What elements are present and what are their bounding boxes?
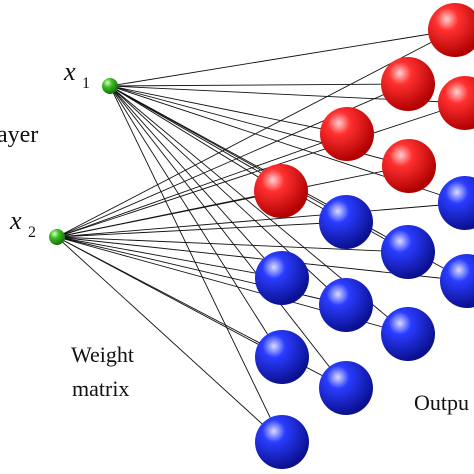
x2-var: x: [9, 206, 22, 235]
blue-neuron-12: [319, 278, 373, 332]
edge-x1-to-neuron-16: [109, 85, 283, 443]
edge-x1-to-neuron-6: [109, 85, 282, 192]
blue-neuron-7: [438, 176, 474, 230]
blue-neuron-9: [381, 225, 435, 279]
blue-neuron-8: [319, 195, 373, 249]
blue-neuron-14: [255, 330, 309, 384]
edge-x1-to-neuron-1: [109, 29, 456, 87]
input-node-x1-circle: [102, 78, 118, 94]
output-layer-label: Outpu: [414, 390, 469, 415]
weight-matrix-label-line2: matrix: [72, 376, 129, 401]
x1-subscript: 1: [82, 75, 90, 92]
red-neuron-6: [254, 164, 308, 218]
edge-x1-to-neuron-14: [109, 85, 283, 358]
weight-matrix-label-line1: Weight: [71, 342, 134, 367]
edge-x2-to-neuron-4: [56, 133, 348, 238]
input-layer-label: ayer: [0, 122, 38, 148]
edge-x2-to-neuron-6: [56, 190, 282, 238]
x2-subscript: 2: [28, 224, 36, 241]
edge-x2-to-neuron-1: [56, 29, 456, 238]
blue-neuron-11: [255, 251, 309, 305]
input-node-x2: [49, 229, 65, 245]
red-neuron-4: [320, 107, 374, 161]
red-neuron-1: [428, 3, 474, 57]
blue-neuron-15: [319, 361, 373, 415]
blue-neuron-16: [255, 415, 309, 469]
red-neuron-5: [382, 139, 436, 193]
blue-neuron-13: [381, 307, 435, 361]
edge-x2-to-neuron-16: [56, 236, 283, 443]
edge-x1-to-neuron-11: [109, 85, 283, 279]
output-neuron-grid: [254, 3, 474, 469]
blue-neuron-10: [440, 254, 474, 308]
edge-x2-to-neuron-7: [56, 202, 466, 238]
edge-x1-to-neuron-15: [109, 85, 347, 389]
edge-x1-to-neuron-4: [109, 85, 348, 135]
edge-x1-to-neuron-2: [109, 83, 409, 87]
x1-var: x: [63, 57, 76, 86]
edge-x2-to-neuron-9: [56, 236, 409, 253]
input-node-x1: [102, 78, 118, 94]
red-neuron-2: [381, 57, 435, 111]
red-neuron-3: [438, 76, 474, 130]
input-node-x2-circle: [49, 229, 65, 245]
edge-x2-to-neuron-11: [56, 236, 283, 279]
